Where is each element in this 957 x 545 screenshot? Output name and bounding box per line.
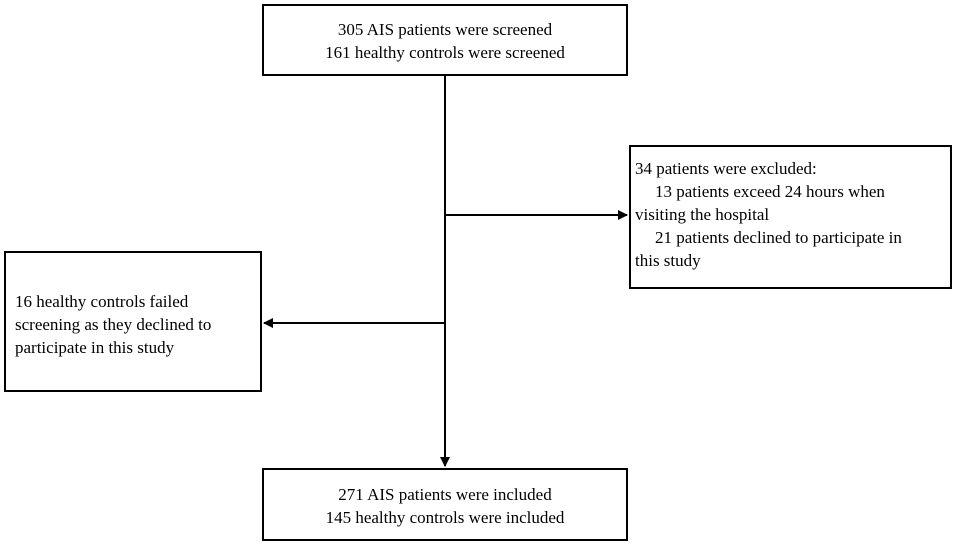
failed-controls-box: 16 healthy controls failed screening as … bbox=[4, 251, 262, 392]
failed-controls-line-1: 16 healthy controls failed bbox=[15, 292, 189, 311]
screened-patients-text: 305 AIS patients were screened bbox=[337, 20, 553, 39]
excluded-heading: 34 patients were excluded: bbox=[635, 159, 817, 178]
included-controls-text: 145 healthy controls were included bbox=[325, 508, 565, 527]
included-patients-text: 271 AIS patients were included bbox=[338, 485, 552, 504]
excluded-patients-box: 34 patients were excluded: 13 patients e… bbox=[629, 145, 952, 289]
included-box: 271 AIS patients were included 145 healt… bbox=[262, 468, 628, 541]
screened-box: 305 AIS patients were screened 161 healt… bbox=[262, 4, 628, 76]
exclusion-reason-1-line-2: visiting the hospital bbox=[635, 205, 770, 224]
exclusion-reason-1-line-1: 13 patients exceed 24 hours when bbox=[655, 182, 885, 201]
failed-controls-line-2: screening as they declined to bbox=[15, 315, 212, 334]
exclusion-reason-2-line-1: 21 patients declined to participate in bbox=[655, 228, 902, 247]
screened-controls-text: 161 healthy controls were screened bbox=[325, 43, 565, 62]
failed-controls-line-3: participate in this study bbox=[15, 338, 175, 357]
exclusion-reason-2-line-2: this study bbox=[635, 251, 701, 270]
